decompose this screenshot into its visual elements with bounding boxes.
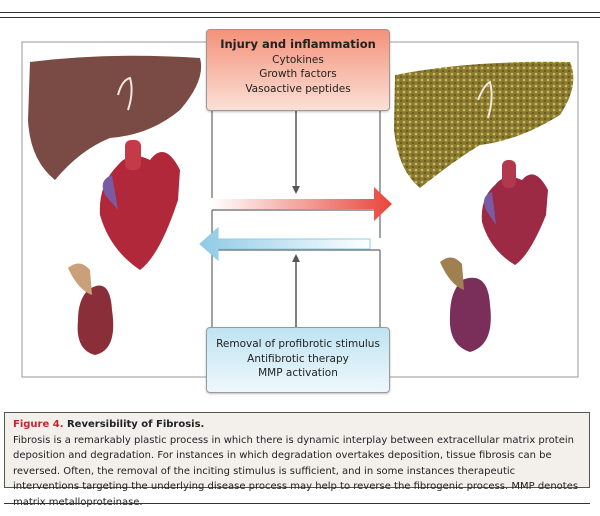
figure-number: Figure 4. [13,419,64,430]
healthy-heart [99,140,180,270]
caption-heading: Figure 4. Reversibility of Fibrosis. [13,417,581,433]
reversal-arrow [199,226,371,262]
reversal-item: Antifibrotic therapy [247,352,349,365]
reversal-item: Removal of profibrotic stimulus [216,338,380,350]
figure-title: Reversibility of Fibrosis. [66,419,205,430]
bottom-rule [4,503,590,504]
healthy-kidney [68,263,114,355]
reversal-box: Removal of profibrotic stimulus Antifibr… [206,327,390,393]
fibrotic-heart [481,160,548,265]
fibrosis-arrow [212,187,392,221]
injury-item: Cytokines [272,53,324,66]
reversal-item: MMP activation [258,367,338,379]
fibrotic-kidney [440,257,491,352]
caption-text: Fibrosis is a remarkably plastic process… [13,434,579,508]
injury-item: Vasoactive peptides [245,82,351,95]
injury-title: Injury and inflammation [220,37,376,51]
fibrotic-liver [394,61,574,188]
top-rule [0,12,600,18]
diagram [21,41,579,378]
healthy-liver [28,55,202,180]
up-arrow-head [292,254,300,262]
injury-inflammation-box: Injury and inflammation Cytokines Growth… [206,29,390,111]
down-arrow-head [292,186,300,194]
injury-item: Growth factors [259,68,337,80]
figure-caption: Figure 4. Reversibility of Fibrosis. Fib… [4,412,590,508]
